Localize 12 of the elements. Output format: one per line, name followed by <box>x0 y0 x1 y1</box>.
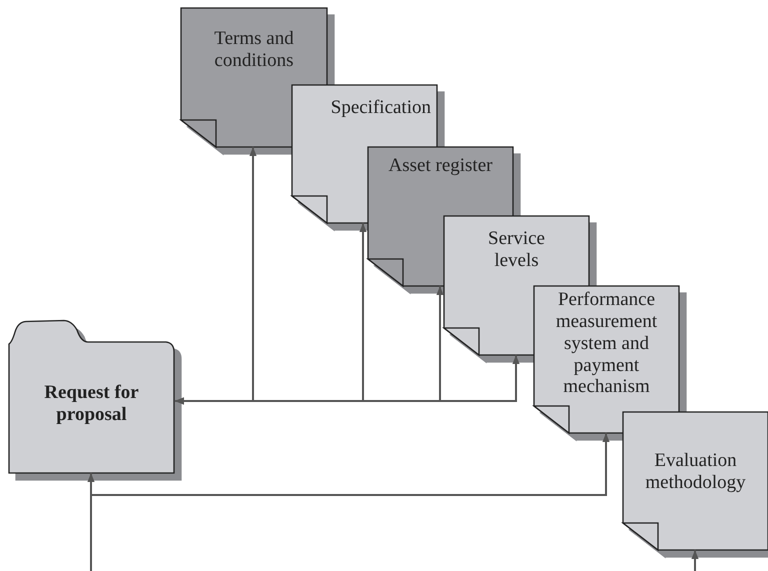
node-label: Specification <box>330 97 431 119</box>
connector-arrow <box>175 355 520 405</box>
node-label: Evaluation methodology <box>644 450 747 494</box>
node-label: Asset register <box>388 155 494 177</box>
node-label: Service levels <box>487 228 546 272</box>
connector-arrow <box>691 550 699 571</box>
document-shape <box>623 412 768 550</box>
node-label: Terms and conditions <box>213 28 295 72</box>
node-label: Request for proposal <box>43 382 140 426</box>
node-label: Performance measurement system and payment mechanism <box>554 289 658 398</box>
folder-shape <box>8 320 175 473</box>
document-shape <box>534 286 679 433</box>
